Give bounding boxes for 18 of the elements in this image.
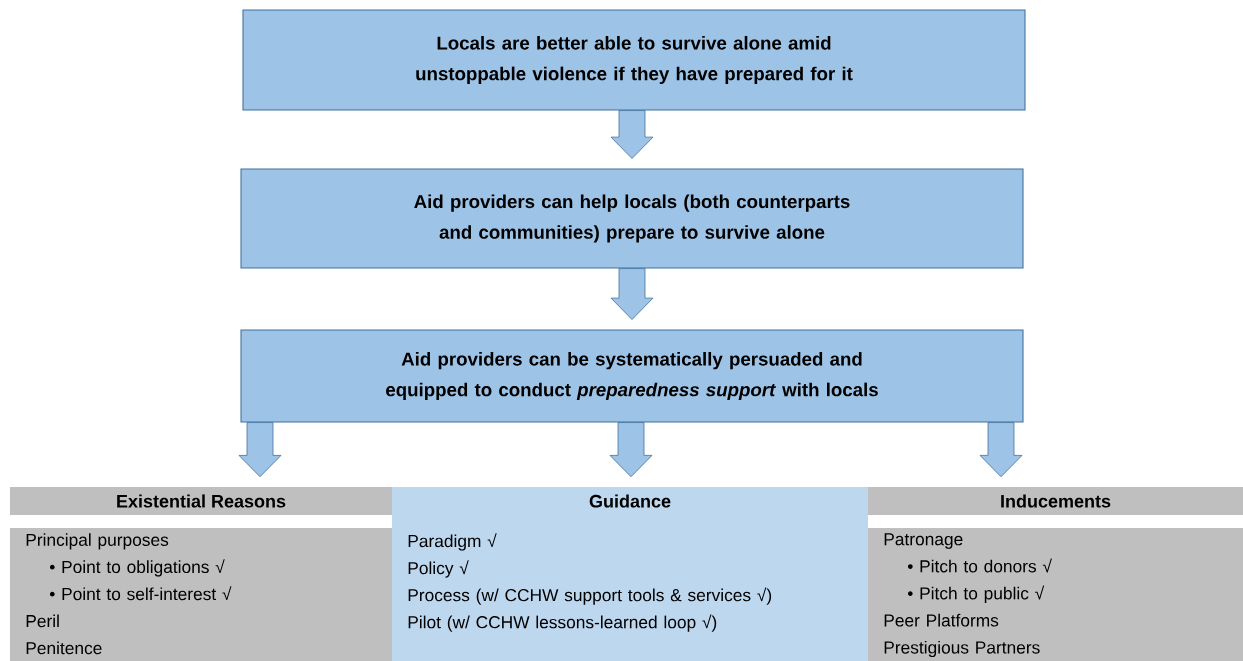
table-cell: Principal purposes • Point to obligations √ • Point to self-interest √ Peril Penitence (10, 528, 392, 661)
statement-box: Aid providers can help locals (both counterparts and communities) prepare to survive alone (240, 168, 1024, 269)
node-label: Policy √ (408, 560, 469, 578)
block-arrow (979, 422, 1023, 478)
statement-box: Locals are better able to survive alone amid unstoppable violence if they have prepared for it (242, 9, 1026, 111)
column-header: Existential Reasons (10, 487, 392, 515)
node-label: Guidance (589, 494, 671, 508)
column-header: Guidance (392, 487, 868, 515)
table-cell: Patronage • Pitch to donors √ • Pitch to public √ Peer Platforms Prestigious Partners (868, 528, 1243, 661)
block-arrow (610, 268, 654, 320)
statement-box: Aid providers can be systematically persuaded and equipped to conduct preparedness support with locals (240, 329, 1024, 423)
block-arrow (610, 110, 654, 159)
node-label: Paradigm √ (408, 533, 497, 551)
column-header: Inducements (868, 487, 1243, 515)
block-arrow (609, 422, 653, 478)
node-label: Process (w/ CCHW support tools & services √) (408, 587, 772, 605)
node-label: Pilot (w/ CCHW lessons-learned loop √) (408, 614, 717, 632)
block-arrow (238, 422, 282, 478)
